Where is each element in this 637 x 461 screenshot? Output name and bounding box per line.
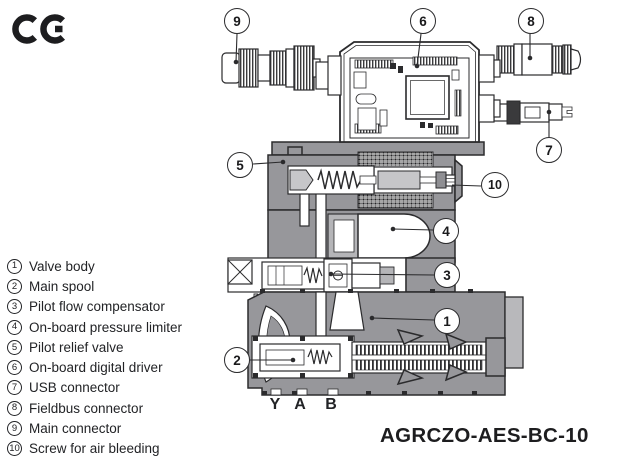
legend-item-label: Pilot relief valve <box>29 339 124 355</box>
legend-item-number: 2 <box>7 278 22 294</box>
port-label-y: Y <box>269 396 281 413</box>
legend-item-number: 10 <box>7 441 22 457</box>
main-connector-drawing <box>221 45 321 91</box>
legend-item-number: 5 <box>7 339 22 355</box>
legend-item-number: 4 <box>7 319 22 335</box>
legend-item-number: 8 <box>7 400 22 416</box>
legend-item: 7 USB connector <box>7 378 182 398</box>
ce-mark-icon <box>12 14 66 44</box>
legend-item-label: Fieldbus connector <box>29 400 144 416</box>
legend-item: 10 Screw for air bleeding <box>7 439 182 459</box>
fieldbus-connector-drawing <box>496 43 582 76</box>
legend-item-label: USB connector <box>29 380 120 396</box>
callout-3: 3 <box>434 262 460 288</box>
legend-item-label: Pilot flow compensator <box>29 299 165 315</box>
callout-5: 5 <box>227 152 253 178</box>
pilot-valve-section-drawing <box>267 146 463 263</box>
port-label-a: A <box>294 396 306 413</box>
callout-7: 7 <box>536 137 562 163</box>
usb-connector-drawing <box>493 100 573 125</box>
callout-9: 9 <box>224 8 250 34</box>
valve-body-drawing <box>247 257 524 396</box>
model-code: AGRCZO-AES-BC-10 <box>380 424 589 447</box>
legend-item: 1 Valve body <box>7 256 182 276</box>
legend-item-number: 6 <box>7 360 22 376</box>
legend: 1 Valve body 2 Main spool 3 Pilot flow c… <box>7 256 182 459</box>
port-label-b: B <box>325 396 337 413</box>
legend-item: 3 Pilot flow compensator <box>7 297 182 317</box>
digital-driver-drawing <box>271 41 501 156</box>
legend-item-label: On-board digital driver <box>29 360 163 376</box>
legend-item-label: Screw for air bleeding <box>29 441 160 457</box>
legend-item-number: 7 <box>7 380 22 396</box>
legend-item-label: On-board pressure limiter <box>29 319 183 335</box>
legend-item: 2 Main spool <box>7 276 182 296</box>
legend-item-label: Valve body <box>29 258 95 274</box>
callout-2: 2 <box>224 347 250 373</box>
legend-item-number: 9 <box>7 421 22 437</box>
legend-item-number: 1 <box>7 258 22 274</box>
legend-item: 4 On-board pressure limiter <box>7 317 182 337</box>
legend-item: 9 Main connector <box>7 418 182 438</box>
callout-8: 8 <box>518 8 544 34</box>
legend-item: 6 On-board digital driver <box>7 357 182 377</box>
callout-4: 4 <box>433 218 459 244</box>
pressure-limiter-drawing <box>327 213 431 259</box>
legend-item: 5 Pilot relief valve <box>7 337 182 357</box>
callout-10: 10 <box>481 172 509 198</box>
legend-item: 8 Fieldbus connector <box>7 398 182 418</box>
callout-1: 1 <box>434 308 460 334</box>
callout-6: 6 <box>410 8 436 34</box>
legend-item-label: Main spool <box>29 278 95 294</box>
legend-item-label: Main connector <box>29 421 122 437</box>
leader-lines <box>233 33 552 363</box>
legend-item-number: 3 <box>7 299 22 315</box>
